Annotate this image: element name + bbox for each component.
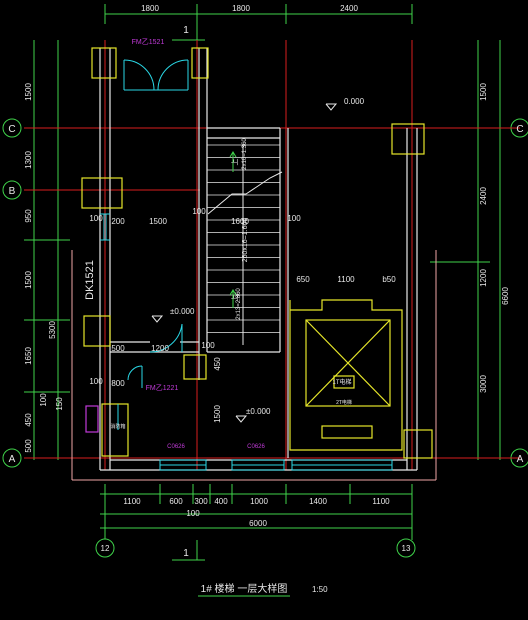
left-dim-950: 950 — [24, 209, 33, 223]
dim-100-c: 100 — [287, 214, 301, 223]
dim-1100: 1100 — [337, 275, 355, 284]
dim-1500: 1500 — [149, 217, 167, 226]
dim-1200: 1200 — [151, 344, 169, 353]
axis-left-a: A — [9, 454, 16, 465]
bottom-dim-300: 300 — [194, 497, 208, 506]
right-dim-2400: 2400 — [479, 187, 488, 205]
stair-run-label-3: 2x13=2.860 — [236, 288, 242, 320]
level-lobby-label: ±0.000 — [246, 407, 271, 416]
stair-up-label-1: 上 — [230, 159, 239, 166]
bottom-dim-total: 6000 — [249, 519, 267, 528]
bottom-dim-100: 100 — [186, 509, 200, 518]
bottom-dim-1000: 1000 — [250, 497, 268, 506]
right-dim-1500: 1500 — [479, 83, 488, 101]
right-dim-3000: 3000 — [479, 375, 488, 393]
left-dim-1650: 1650 — [24, 347, 33, 365]
dim-650: 650 — [296, 275, 310, 284]
right-dim-1200: 1200 — [479, 269, 488, 287]
left-dim-1300: 1300 — [24, 151, 33, 169]
section-mark-top: 1 — [183, 25, 189, 36]
top-dim-1: 1800 — [141, 4, 159, 13]
dim-100-b: 100 — [192, 207, 206, 216]
left-dim-500: 500 — [24, 439, 33, 453]
dim-100-d: 100 — [201, 341, 215, 350]
top-dim-2: 1800 — [232, 4, 250, 13]
bottom-dim-1400: 1400 — [309, 497, 327, 506]
left-dim-450: 450 — [24, 413, 33, 427]
top-dim-3: 2400 — [340, 4, 358, 13]
text-layer: 1800 1800 2400 1 1 C B A C A 12 13 1500 … — [8, 4, 523, 595]
left-dim-1500b: 1500 — [24, 271, 33, 289]
columns — [81, 47, 433, 459]
bottom-dim-400: 400 — [214, 497, 228, 506]
dim-b50: b50 — [382, 275, 396, 284]
axis-right-c: C — [516, 124, 523, 135]
section-mark-bottom: 1 — [183, 548, 189, 559]
stair-run-label-1: 2x10=1.360 — [242, 138, 248, 170]
axis-bottom-13: 13 — [402, 544, 411, 553]
door-label-top: FM乙1521 — [132, 38, 165, 46]
axis-right-a: A — [517, 454, 524, 465]
stair-break-line — [207, 171, 283, 215]
stair-run-label-2: 260x16=1.660 — [242, 218, 249, 263]
bottom-dim-600: 600 — [169, 497, 183, 506]
stair-up-label-2: 上 — [230, 295, 239, 302]
dim-100-e: 100 — [89, 377, 103, 386]
axis-left-c: C — [8, 124, 15, 135]
exterior-outline — [71, 250, 437, 481]
bottom-dim-1100: 1100 — [123, 497, 141, 506]
dim-200: 200 — [111, 217, 125, 226]
left-dim-5300: 5300 — [48, 321, 57, 339]
stair-arrows — [229, 151, 237, 308]
level-shaft-label: 0.000 — [344, 97, 365, 106]
axis-left-b: B — [9, 186, 16, 197]
dimension-lines — [24, 4, 510, 597]
axis-bottom-12: 12 — [101, 544, 110, 553]
dim-450-v: 450 — [213, 357, 222, 371]
level-markers — [151, 103, 338, 423]
dim-800: 800 — [111, 379, 125, 388]
left-dim-1500: 1500 — [24, 83, 33, 101]
dim-1500-v: 1500 — [213, 405, 222, 423]
left-dim-100: 100 — [39, 393, 48, 407]
doors-windows — [100, 59, 393, 471]
dim-1600: 1600 — [231, 217, 249, 226]
door-label-mid: FM乙1221 — [146, 384, 179, 392]
dim-100-a: 100 — [89, 214, 103, 223]
dim-500: 500 — [111, 344, 125, 353]
cabinet-label: 消防箱 — [110, 423, 125, 430]
drawing-title: 1# 楼梯 一层大样图 — [201, 582, 288, 595]
elevator-label-b: 2T电梯 — [336, 399, 352, 406]
elevator-shaft-wall — [289, 299, 403, 451]
elevator-label-a: 1T电梯 — [332, 378, 351, 386]
drawing-scale: 1:50 — [312, 585, 328, 594]
window-label-left: C0626 — [167, 444, 185, 450]
bottom-dim-1100b: 1100 — [372, 497, 390, 506]
fire-cabinet — [85, 405, 99, 433]
window-label-vertical: DK1521 — [84, 260, 96, 300]
right-dim-6600: 6600 — [501, 287, 510, 305]
left-dim-150: 150 — [55, 397, 64, 411]
level-stair-label: ±0.000 — [170, 307, 195, 316]
window-label-right: C0626 — [247, 444, 265, 450]
